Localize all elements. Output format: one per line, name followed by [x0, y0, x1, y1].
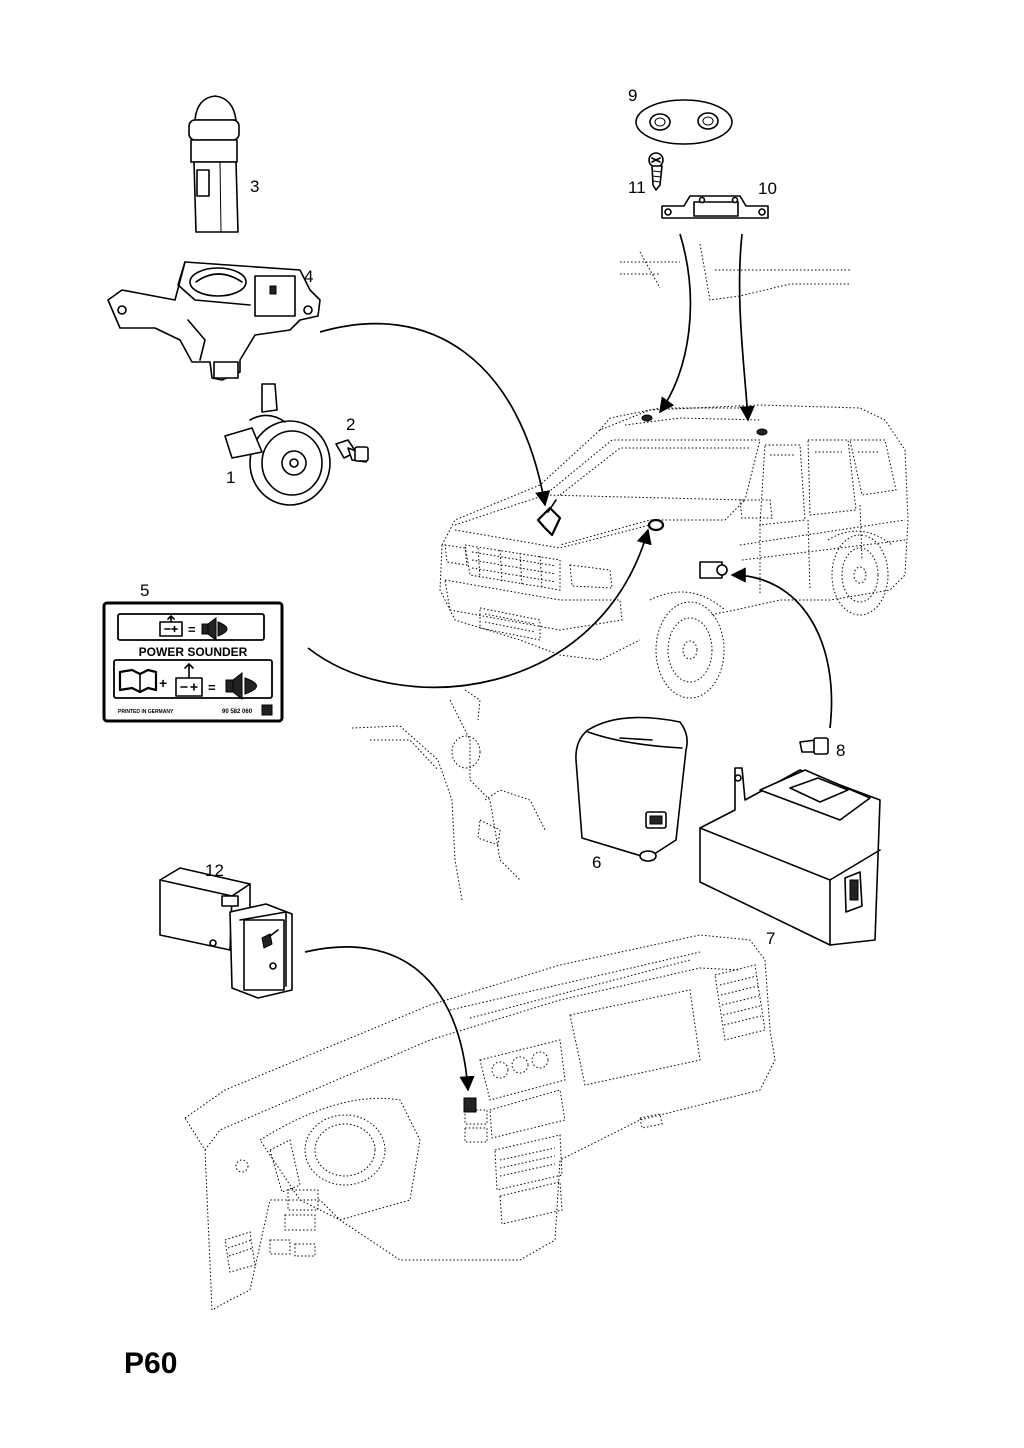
callout-3: 3 [250, 177, 259, 196]
callout-9: 9 [628, 86, 637, 105]
roof-rail-outline [620, 243, 850, 301]
power-sounder-label-part: = POWER SOUNDER + = PRINTED IN GERMANY 9… [102, 601, 284, 723]
screw-part [648, 152, 664, 191]
callout-11: 11 [628, 178, 646, 197]
callout-6: 6 [592, 853, 601, 872]
svg-text:=: = [188, 622, 196, 637]
callout-12: 12 [205, 861, 224, 880]
svg-text:+: + [159, 675, 167, 691]
vehicle-outline [439, 404, 909, 699]
callout-2: 2 [346, 415, 355, 434]
callout-arrows [304, 233, 833, 1092]
vehicle-roof-sounder-location-marker [641, 414, 768, 436]
vehicle-bonnet-switch-location-marker [647, 518, 665, 532]
mounting-bracket-part [661, 195, 769, 219]
label-footer-left: PRINTED IN GERMANY [118, 709, 174, 715]
callout-5: 5 [140, 581, 149, 600]
callout-8: 8 [836, 741, 845, 760]
pillar-detail-outline [351, 689, 546, 901]
svg-text:=: = [208, 680, 216, 695]
callout-4: 4 [304, 267, 313, 286]
control-unit-part [699, 767, 881, 946]
label-title: POWER SOUNDER [139, 645, 248, 659]
vehicle-control-unit-location-marker [699, 561, 728, 579]
horn-part [224, 383, 331, 506]
callout-numbers: 3 4 2 1 5 9 11 10 8 6 7 12 [140, 86, 845, 948]
sheet-code: P60 [124, 1347, 177, 1380]
vehicle-horn-location-marker [536, 499, 562, 537]
dashboard-switch-location-marker [463, 1097, 477, 1113]
bonnet-switch-part [188, 95, 240, 233]
grommet-part [635, 99, 733, 145]
callout-7: 7 [766, 929, 775, 948]
callout-1: 1 [226, 468, 235, 487]
control-unit-cover-part [575, 716, 688, 862]
label-footer-right: 90 582 060 [222, 709, 253, 715]
callout-10: 10 [758, 179, 777, 198]
dashboard-outline [184, 934, 776, 1311]
dashboard-switch-part [159, 867, 293, 999]
horn-bolt-part [335, 439, 369, 463]
control-unit-bolt-part [799, 737, 829, 755]
horn-bracket-part [107, 261, 321, 381]
